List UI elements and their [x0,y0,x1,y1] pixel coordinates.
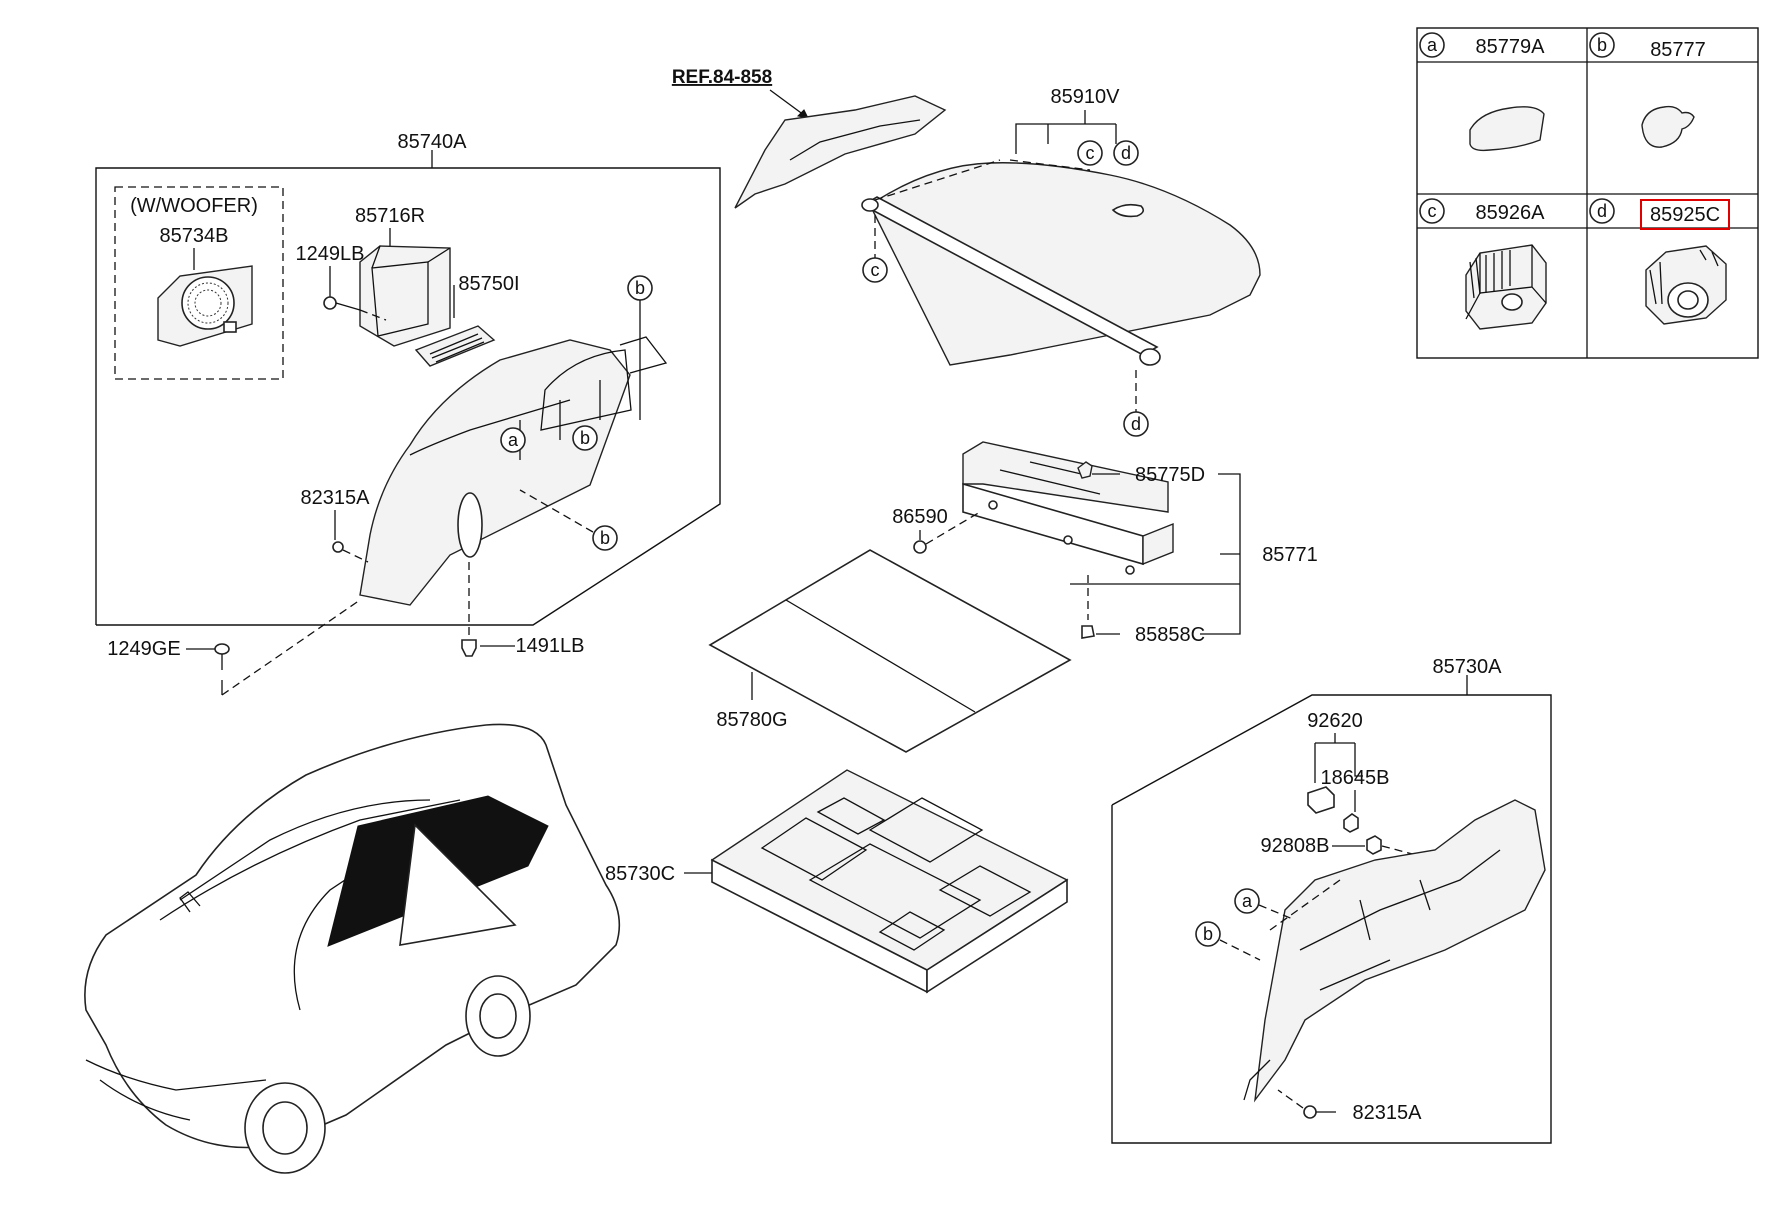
label-92808B: 92808B [1261,835,1330,857]
clip-85777-drawing [1641,105,1695,148]
label-82315A-left: 82315A [301,487,371,509]
label-1491LB: 1491LB [516,635,585,657]
label-85730A: 85730A [1433,656,1503,678]
plug-86590-drawing [913,540,927,554]
legend-cell-a: a 85779A [1419,32,1546,152]
legend-cell-b: b 85777 [1589,32,1706,148]
holder-85926A-drawing [1465,244,1547,330]
label-82315A-right: 82315A [1353,1102,1423,1124]
marker-a-right: a [1242,891,1253,911]
marker-b-right: b [1203,924,1213,944]
label-85750I: 85750I [458,273,519,295]
marker-a-left-circle [500,427,526,453]
legend-part-b: 85777 [1650,39,1706,61]
ref-label: REF.84-858 [672,67,772,88]
legend-cell-d: d 85925C [1589,198,1730,325]
clip-85779A-drawing [1469,106,1545,152]
label-85780G: 85780G [716,709,787,731]
vehicle-overview-drawing [84,723,621,1174]
marker-c-lower: c [871,260,880,280]
clip-85858C-drawing [1081,625,1095,639]
label-86590: 86590 [892,506,948,528]
side-trim-drawing [359,336,668,606]
luggage-board-drawing [708,549,1072,753]
clip-82315A-left-drawing [332,541,344,553]
label-85740A: 85740A [398,131,468,153]
legend-letter-d: d [1597,201,1607,221]
speaker-housing-85716R-drawing [359,245,451,347]
clip-92808B-drawing [1366,835,1382,855]
group-85740A-border [95,167,721,626]
pillar-trim-drawing [734,95,947,209]
legend-letter-a-circle [1419,32,1445,58]
lamp-92620-drawing [1307,786,1335,814]
label-92620: 92620 [1307,710,1363,732]
marker-d-top: d [1121,143,1131,163]
legend-letter-d-circle [1589,198,1615,224]
label-85771: 85771 [1262,544,1318,566]
label-85730C: 85730C [605,863,675,885]
clip-85775D-drawing [1077,461,1093,479]
clip-82315A-right-drawing [1303,1105,1317,1119]
marker-b-right-circle [1195,921,1221,947]
group-85730A: 85730A 92620 18645B 92808B a b 82315A [1111,656,1552,1144]
marker-b-left-1: b [580,428,590,448]
legend-letter-a: a [1427,35,1438,55]
woofer-option-box [114,186,284,380]
legend-part-c: 85926A [1476,202,1546,224]
screw-1249GE-drawing [214,643,230,670]
label-1249LB: 1249LB [296,243,365,265]
marker-b-left-2: b [635,278,645,298]
marker-b-left-1-circle [572,425,598,451]
marker-d-lower: d [1131,414,1141,434]
label-85858C: 85858C [1135,624,1205,646]
side-trim-right-drawing [1243,799,1546,1103]
marker-d-top-circle [1113,140,1139,166]
cargo-cover-85910V-drawing [861,162,1261,366]
vent-85750I-drawing [414,325,496,367]
label-1249GE: 1249GE [107,638,180,660]
legend-cell-c: c 85926A [1419,198,1547,330]
label-85775D: 85775D [1135,464,1205,486]
label-85716R: 85716R [355,205,425,227]
legend-letter-b: b [1597,35,1607,55]
legend-letter-b-circle [1589,32,1615,58]
label-w-woofer: (W/WOOFER) [130,195,258,217]
group-85730A-border [1111,694,1552,1144]
label-18645B: 18645B [1321,767,1390,789]
rear-sill-trim-drawing [962,441,1174,575]
legend-part-d: 85925C [1650,204,1720,226]
group-85740A: 85740A (W/WOOFER) 85734B 85716R 1249LB 8… [95,131,721,626]
screw-1249LB-drawing [323,296,361,311]
group-85771: 85775D 86590 85771 85858C [892,441,1318,646]
label-85910V: 85910V [1051,86,1121,108]
marker-a-right-circle [1234,888,1260,914]
legend-letter-c: c [1428,201,1437,221]
highlight-box [1640,199,1730,230]
legend-part-a: 85779A [1476,36,1546,58]
marker-c-top: c [1086,143,1095,163]
luggage-tray-drawing [710,769,1069,994]
marker-b-left-3-circle [592,525,618,551]
woofer-grille-drawing [157,265,253,347]
clip-1491LB-drawing [461,639,477,657]
marker-a-left: a [508,430,519,450]
holder-85925C-drawing [1645,245,1727,325]
legend-letter-c-circle [1419,198,1445,224]
marker-c-top-circle [1077,140,1103,166]
bulb-18645B-drawing [1343,813,1359,833]
legend-table: a 85779A b 85777 c 85926A d [1416,27,1759,359]
label-85734B: 85734B [160,225,229,247]
marker-b-left-3: b [600,528,610,548]
